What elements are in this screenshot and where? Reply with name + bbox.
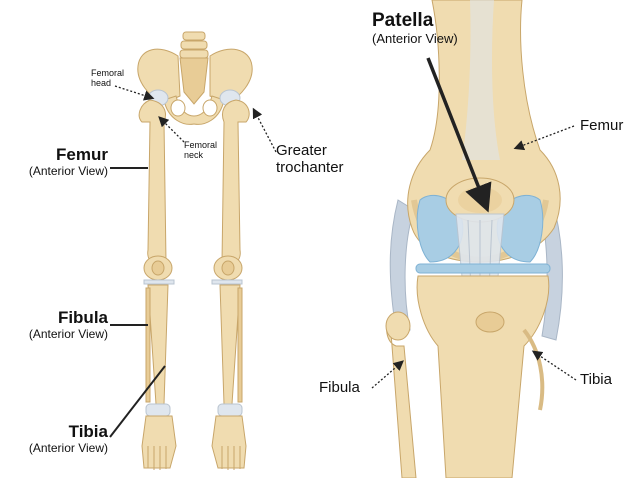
femoral-neck-label: Femoral neck	[184, 141, 217, 161]
femur-right-label: Femur	[580, 118, 623, 135]
femoral-neck-label-line2: neck	[184, 151, 217, 161]
fibula-left-name: Fibula	[10, 309, 108, 328]
fibula-right-label: Fibula	[319, 380, 360, 397]
femur-left-label: Femur (Anterior View)	[10, 146, 108, 178]
tibia-right-label: Tibia	[580, 372, 612, 389]
fibula-left-label: Fibula (Anterior View)	[10, 309, 108, 341]
greater-trochanter-label-line2: trochanter	[276, 160, 344, 177]
left-pointers	[110, 86, 276, 437]
femur-left-view: (Anterior View)	[10, 165, 108, 178]
tibia-left-label: Tibia (Anterior View)	[10, 423, 108, 455]
greater-trochanter-label-line1: Greater	[276, 143, 344, 160]
tibia-left-name: Tibia	[10, 423, 108, 442]
fibula-left-view: (Anterior View)	[10, 328, 108, 341]
femoral-head-label-line2: head	[91, 79, 124, 89]
femoral-head-label: Femoral head	[91, 69, 124, 89]
patella-name: Patella	[372, 11, 458, 32]
greater-trochanter-label: Greater trochanter	[276, 143, 344, 176]
patella-label: Patella (Anterior View)	[372, 11, 458, 46]
knee-joint	[386, 0, 562, 478]
tibia-left-view: (Anterior View)	[10, 442, 108, 455]
femur-left-name: Femur	[10, 146, 108, 165]
patella-view: (Anterior View)	[372, 32, 458, 46]
